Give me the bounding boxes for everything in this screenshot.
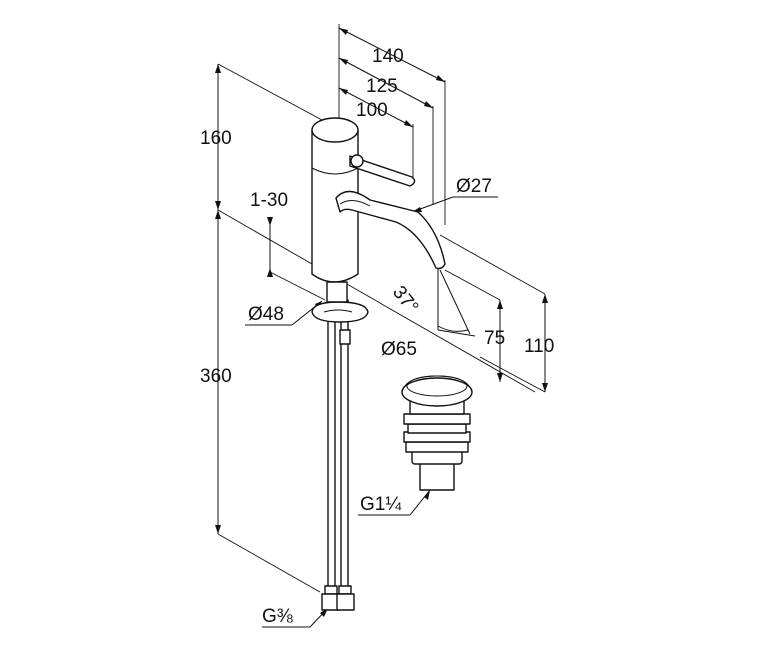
label-g3-8: G⅜ xyxy=(262,606,293,627)
label-75: 75 xyxy=(484,328,505,349)
label-1-30: 1-30 xyxy=(250,190,288,211)
top-cap xyxy=(311,117,359,143)
threaded-stud xyxy=(326,281,348,303)
label-g1-1-4: G1¼ xyxy=(360,494,402,515)
lever-pivot xyxy=(350,154,364,168)
faucet-body xyxy=(311,117,446,611)
label-360: 360 xyxy=(200,366,232,387)
pop-up-waste xyxy=(401,375,473,491)
label-110: 110 xyxy=(524,336,554,357)
dimension-labels: 140 125 100 160 1-30 Ø27 37° Ø48 75 110 … xyxy=(200,46,554,627)
label-37-deg: 37° xyxy=(388,282,422,318)
waste-tail xyxy=(419,459,455,491)
label-100: 100 xyxy=(356,100,388,121)
label-140: 140 xyxy=(372,46,404,67)
hose-nut xyxy=(339,329,351,345)
label-125: 125 xyxy=(366,76,398,97)
supply-hose-left xyxy=(327,299,336,601)
label-dia-27: Ø27 xyxy=(456,176,492,197)
supply-hose-right xyxy=(340,299,349,601)
mounting-bracket xyxy=(311,301,369,323)
dimension-lines xyxy=(217,24,546,628)
lever-handle xyxy=(349,155,416,187)
spout xyxy=(335,190,446,270)
hose-end-fittings xyxy=(321,585,355,611)
label-dia-65: Ø65 xyxy=(381,339,417,360)
label-160: 160 xyxy=(200,128,232,149)
label-dia-48: Ø48 xyxy=(248,304,284,325)
